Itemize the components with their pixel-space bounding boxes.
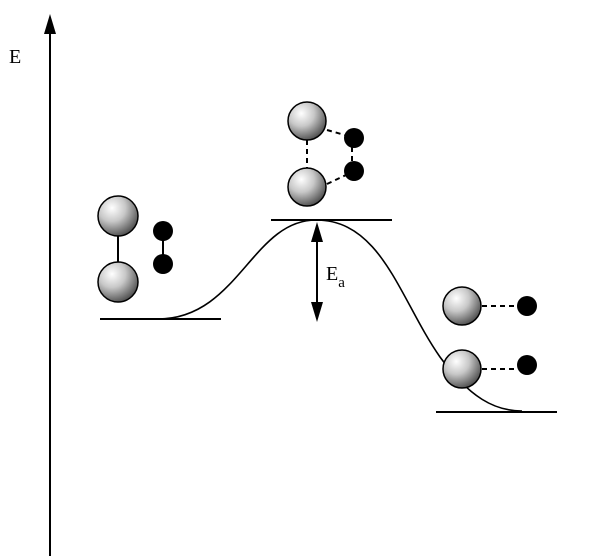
energy-axis-label: E	[9, 46, 21, 68]
ts-small-atom-bottom	[344, 161, 364, 181]
reactant-large-atom-bottom	[97, 261, 139, 303]
reactant-small-atom-bottom	[153, 254, 173, 274]
ts-partial-bond-lower	[326, 174, 347, 185]
ts-small-atom-top	[344, 128, 364, 148]
ts-large-atom-bottom	[287, 167, 327, 207]
product-large-atom-top	[442, 286, 482, 326]
activation-arrow-head-up	[311, 222, 323, 242]
product-small-atom-bottom	[517, 355, 537, 375]
activation-energy-label: Ea	[326, 263, 345, 291]
product-molecules	[442, 286, 537, 389]
energy-axis-arrowhead	[44, 14, 56, 34]
product-small-atom-top	[517, 296, 537, 316]
reactant-small-atom-top	[153, 221, 173, 241]
reactant-large-atom-top	[97, 195, 139, 237]
ts-large-atom-top	[287, 101, 327, 141]
reactant-molecules	[97, 195, 173, 303]
activation-arrow-head-down	[311, 302, 323, 322]
product-large-atom-bottom	[442, 349, 482, 389]
transition-state-complex	[287, 101, 364, 207]
reaction-curve	[157, 219, 523, 412]
